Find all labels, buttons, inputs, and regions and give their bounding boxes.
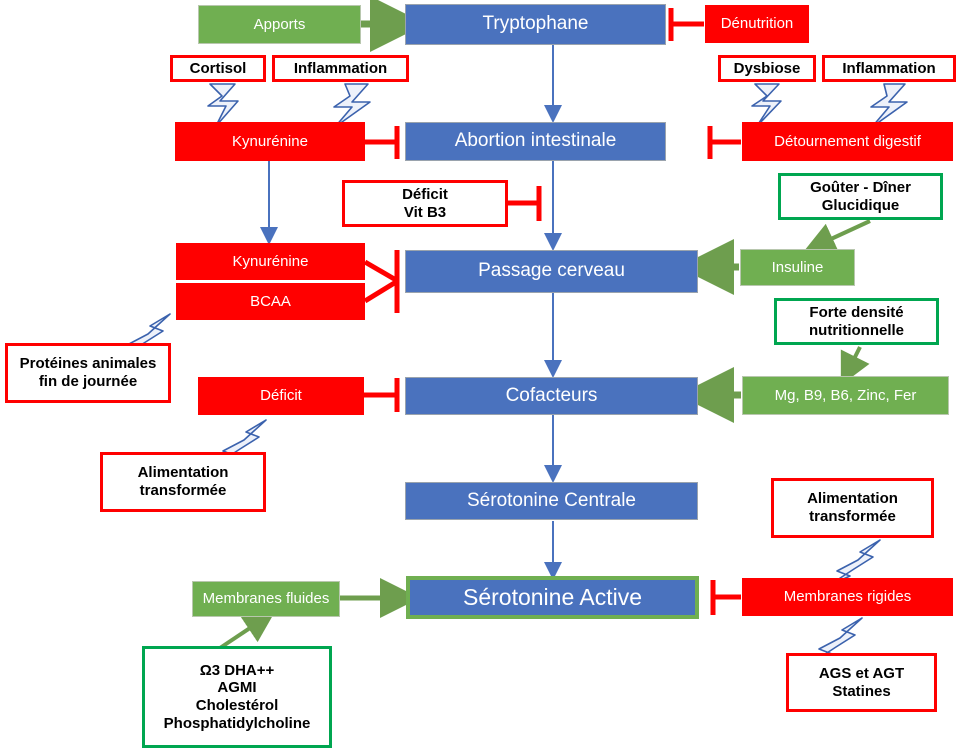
callout-alimentation-transformee-left[interactable]: Alimentation transformée [100,452,266,512]
inhibition-connectors [363,8,741,615]
node-serotonine-centrale[interactable]: Sérotonine Centrale [405,482,698,520]
callout-cortisol[interactable]: Cortisol [170,55,266,82]
promoter-arrows [218,0,871,650]
inhibitor-kynurenine-1[interactable]: Kynurénine [175,122,365,161]
callout-gouter-diner-glucidique[interactable]: Goûter - Dîner Glucidique [778,173,943,220]
inhibitor-kynurenine-2[interactable]: Kynurénine [176,243,365,280]
promoter-micronutriments[interactable]: Mg, B9, B6, Zinc, Fer [742,376,949,415]
inhibitor-membranes-rigides[interactable]: Membranes rigides [742,578,953,616]
promoter-apports[interactable]: Apports [198,5,361,44]
callout-dysbiose[interactable]: Dysbiose [718,55,816,82]
callout-alimentation-transformee-right[interactable]: Alimentation transformée [771,478,934,538]
lightning-bolt-icon [207,83,239,127]
inhibitor-bcaa[interactable]: BCAA [176,283,365,320]
node-cofacteurs[interactable]: Cofacteurs [405,377,698,415]
callout-inflammation-left[interactable]: Inflammation [272,55,409,82]
inhibitor-deficit[interactable]: Déficit [198,377,364,415]
node-tryptophane[interactable]: Tryptophane [405,4,666,45]
node-serotonine-active[interactable]: Sérotonine Active [406,576,699,619]
callout-forte-densite-nutritionnelle[interactable]: Forte densité nutritionnelle [774,298,939,345]
callout-inflammation-right[interactable]: Inflammation [822,55,956,82]
inhibitor-detournement-digestif[interactable]: Détournement digestif [742,122,953,161]
node-abortion-intestinale[interactable]: Abortion intestinale [405,122,666,161]
inhibitor-denutrition[interactable]: Dénutrition [705,5,809,43]
promoter-membranes-fluides[interactable]: Membranes fluides [192,581,340,617]
lightning-bolt-icon [870,83,908,128]
callout-deficit-vit-b3[interactable]: Déficit Vit B3 [342,180,508,227]
lightning-bolt-icon [333,83,371,128]
callout-ags-agt-statines[interactable]: AGS et AGT Statines [786,653,937,712]
node-passage-cerveau[interactable]: Passage cerveau [405,250,698,293]
callout-proteines-animales[interactable]: Protéines animales fin de journée [5,343,171,403]
lightning-bolt-icon [751,83,782,127]
promoter-insuline[interactable]: Insuline [740,249,855,286]
callout-lipides-membranaires[interactable]: Ω3 DHA++ AGMI Cholestérol Phosphatidylch… [142,646,332,748]
